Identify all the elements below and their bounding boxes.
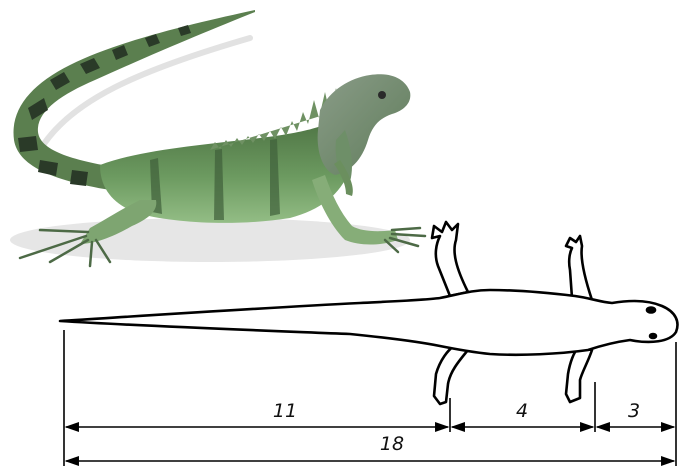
- outline-eye-lower: [650, 334, 656, 338]
- iguana-head: [318, 74, 411, 175]
- outline-eye: [647, 308, 655, 313]
- outline-leg-upper-left: [432, 222, 468, 296]
- iguana-eye: [378, 91, 386, 99]
- dim-label-body: 4: [516, 400, 528, 422]
- dim-label-tail: 11: [273, 400, 297, 422]
- outline-leg-lower-right: [566, 348, 592, 402]
- iguana-photo: [10, 10, 425, 266]
- outline-leg-lower-left: [434, 346, 468, 404]
- outline-body: [60, 290, 677, 355]
- outline-leg-upper-right: [566, 236, 592, 300]
- dim-label-total: 18: [380, 433, 404, 455]
- dim-label-head: 3: [628, 400, 640, 422]
